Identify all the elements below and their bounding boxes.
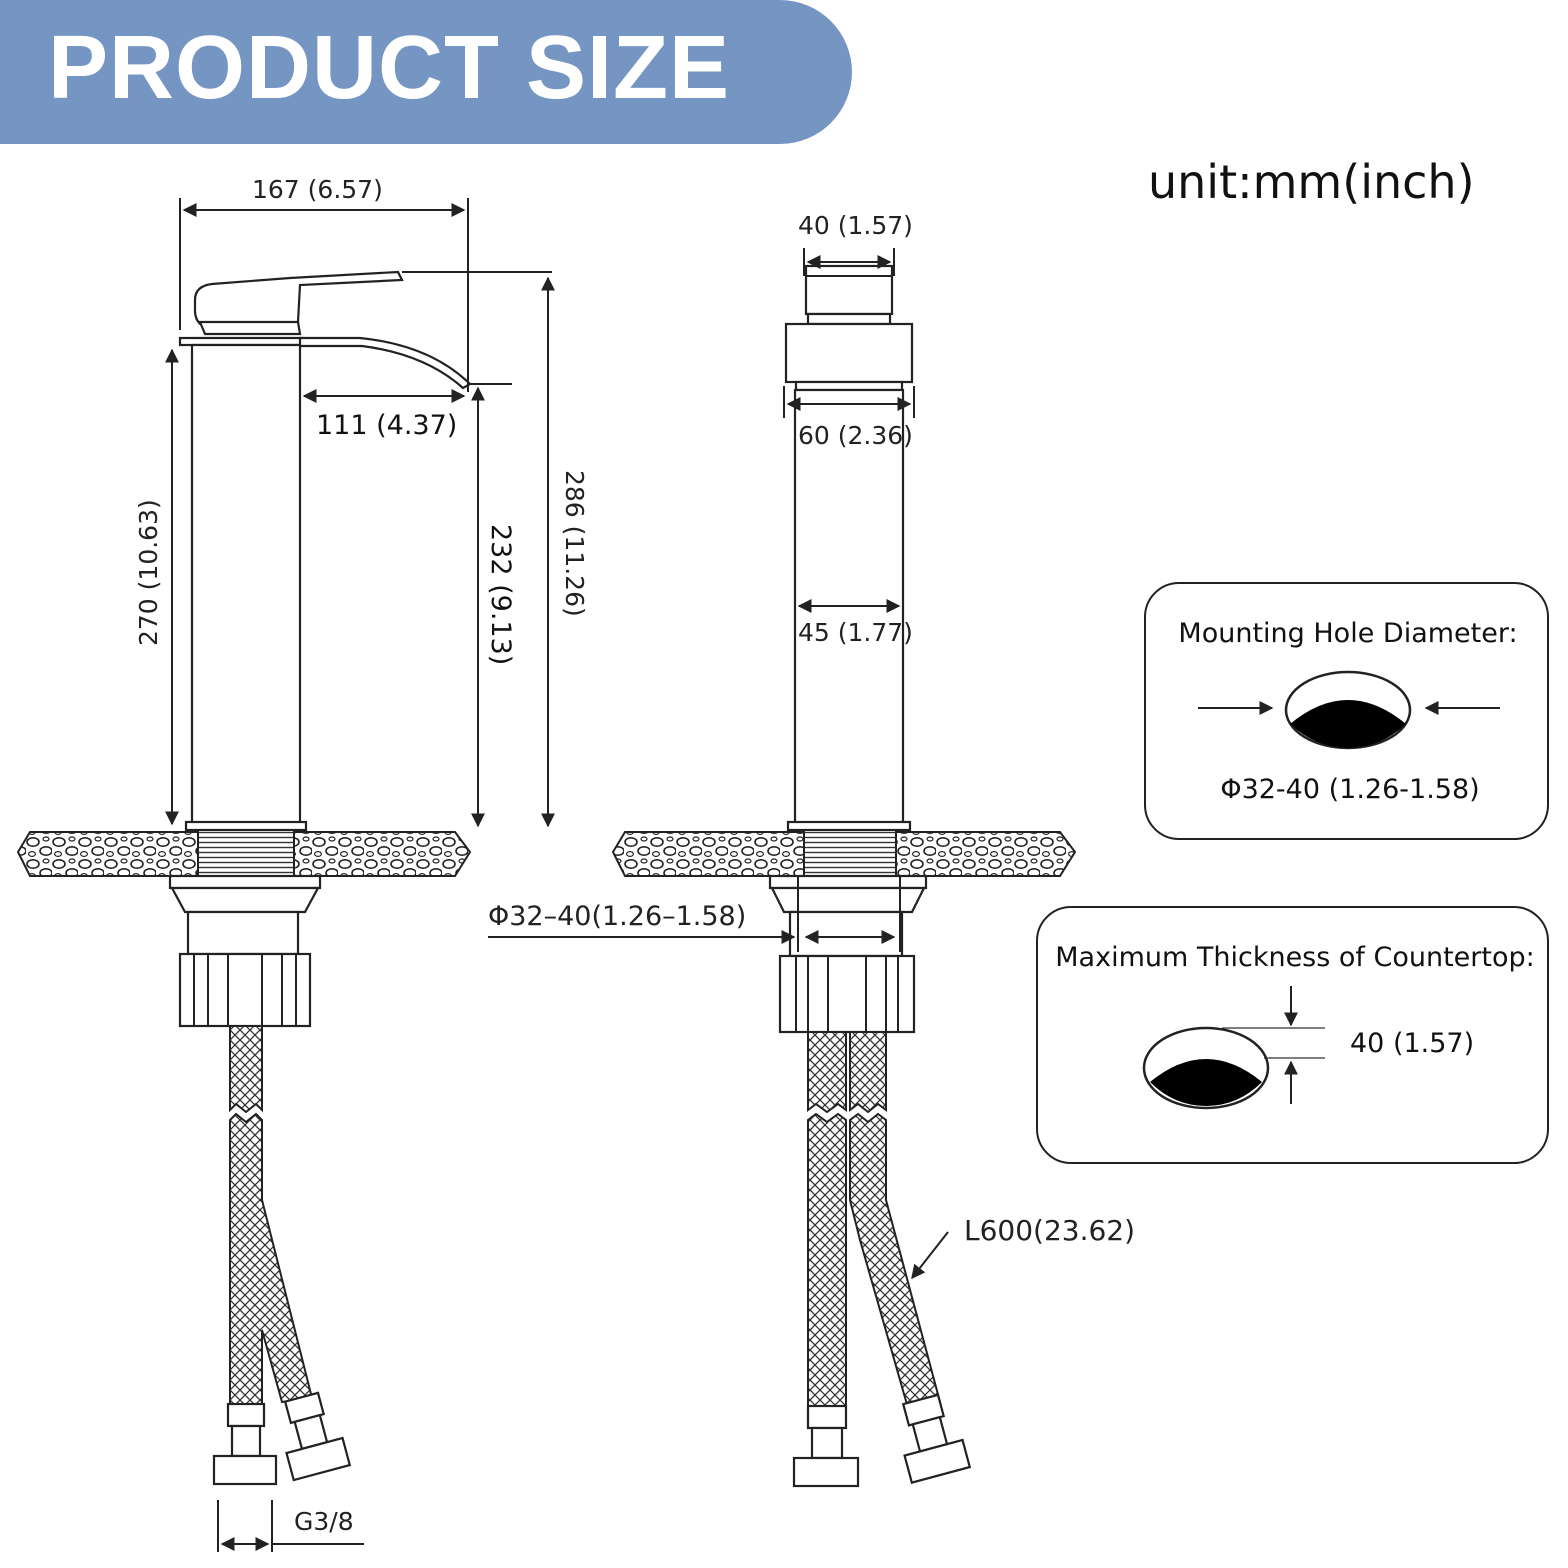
countertop-thickness-info-box: Maximum Thickness of Countertop: 40 (1.5…: [1036, 906, 1549, 1164]
countertop-thickness-value: 40 (1.57): [1350, 1028, 1474, 1059]
faucet-side-view: [168, 270, 472, 1028]
hole-diameter-label: Φ32–40(1.26–1.58): [488, 901, 746, 932]
front-view-dimensions: [488, 248, 949, 1280]
side-view-dimensions: [165, 198, 555, 1552]
side-view-hoses: [212, 1025, 352, 1486]
page-title: PRODUCT SIZE: [48, 18, 730, 118]
body-height-label: 270 (10.63): [134, 499, 163, 646]
faucet-front-view: [768, 264, 928, 1034]
spout-reach-label: 111 (4.37): [316, 410, 457, 441]
hole-icon: [1290, 700, 1406, 748]
base-width-label: 60 (2.36): [798, 421, 913, 450]
body-width-label: 45 (1.77): [798, 618, 913, 647]
handle-width-label: 40 (1.57): [798, 211, 913, 240]
spout-height-label: 232 (9.13): [485, 524, 516, 665]
countertop-icon: [1150, 1059, 1262, 1106]
mounting-hole-title: Mounting Hole Diameter:: [1178, 618, 1517, 649]
front-view-hoses: [792, 1031, 972, 1488]
title-banner: PRODUCT SIZE: [0, 0, 852, 144]
total-height-label: 286 (11.26): [560, 470, 589, 617]
countertop-thickness-title: Maximum Thickness of Countertop:: [1055, 942, 1535, 973]
hose-length-label: L600(23.62): [964, 1214, 1135, 1247]
unit-label: unit:mm(inch): [1148, 155, 1475, 209]
mounting-hole-value: Φ32-40 (1.26-1.58): [1220, 774, 1479, 805]
overall-width-label: 167 (6.57): [252, 175, 383, 204]
mounting-hole-info-box: Mounting Hole Diameter: Φ32-40 (1.26-1.5…: [1144, 582, 1549, 840]
connector-label: G3/8: [294, 1507, 354, 1536]
